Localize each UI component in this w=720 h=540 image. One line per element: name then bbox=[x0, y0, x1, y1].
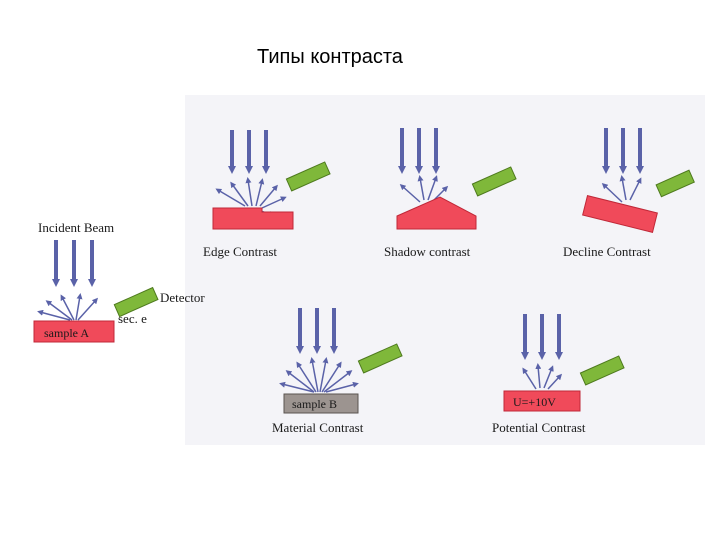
sec-e-label: sec. e bbox=[118, 311, 147, 326]
schematic-potential-contrast: U=+10V Potential Contrast bbox=[492, 314, 625, 435]
material-contrast-label: Material Contrast bbox=[272, 420, 364, 435]
potential-sample-block bbox=[503, 390, 581, 412]
detector-label: Detector bbox=[160, 290, 205, 305]
slide-title: Типы контраста bbox=[0, 46, 720, 69]
potential-secondary-electrons bbox=[522, 363, 563, 390]
shadow-detector bbox=[471, 166, 517, 197]
schematic-material-contrast: sample B Material Contrast bbox=[272, 308, 403, 435]
material-detector bbox=[357, 343, 403, 374]
scan-background bbox=[185, 95, 705, 445]
incident-beam-arrows bbox=[52, 240, 96, 287]
decline-contrast-label: Decline Contrast bbox=[563, 244, 651, 259]
material-secondary-electrons bbox=[279, 357, 359, 393]
decline-secondary-electrons bbox=[601, 175, 642, 203]
decline-sample bbox=[582, 194, 658, 234]
decline-detector bbox=[655, 169, 695, 198]
sample-b-block bbox=[283, 393, 359, 414]
shadow-contrast-label: Shadow contrast bbox=[384, 244, 471, 259]
potential-beam-arrows bbox=[521, 314, 563, 360]
edge-detector bbox=[285, 161, 331, 192]
potential-contrast-label: Potential Contrast bbox=[492, 420, 586, 435]
schematic-edge-contrast: Edge Contrast bbox=[203, 130, 331, 259]
sample-a-label: sample A bbox=[44, 326, 89, 340]
sample-b-label: sample B bbox=[292, 397, 337, 411]
secondary-electrons bbox=[37, 293, 99, 321]
schematic-sample-a: sample A Incident Beam Detector sec. e bbox=[33, 220, 205, 343]
edge-beam-arrows bbox=[228, 130, 270, 174]
potential-detector bbox=[579, 355, 625, 386]
detector-a bbox=[113, 286, 159, 318]
edge-contrast-label: Edge Contrast bbox=[203, 244, 277, 259]
shadow-sample bbox=[396, 196, 477, 230]
material-beam-arrows bbox=[296, 308, 338, 354]
shadow-beam-arrows bbox=[398, 128, 440, 174]
sample-a-block bbox=[33, 320, 115, 343]
schematic-shadow-contrast: Shadow contrast bbox=[384, 128, 517, 259]
incident-beam-label: Incident Beam bbox=[38, 220, 114, 235]
potential-sample-label: U=+10V bbox=[513, 395, 556, 409]
shadow-secondary-electrons bbox=[399, 175, 449, 203]
slide-title-text: Типы контраста bbox=[257, 46, 403, 68]
edge-sample bbox=[212, 207, 294, 230]
schematic-decline-contrast: Decline Contrast bbox=[563, 128, 695, 259]
decline-beam-arrows bbox=[602, 128, 644, 174]
